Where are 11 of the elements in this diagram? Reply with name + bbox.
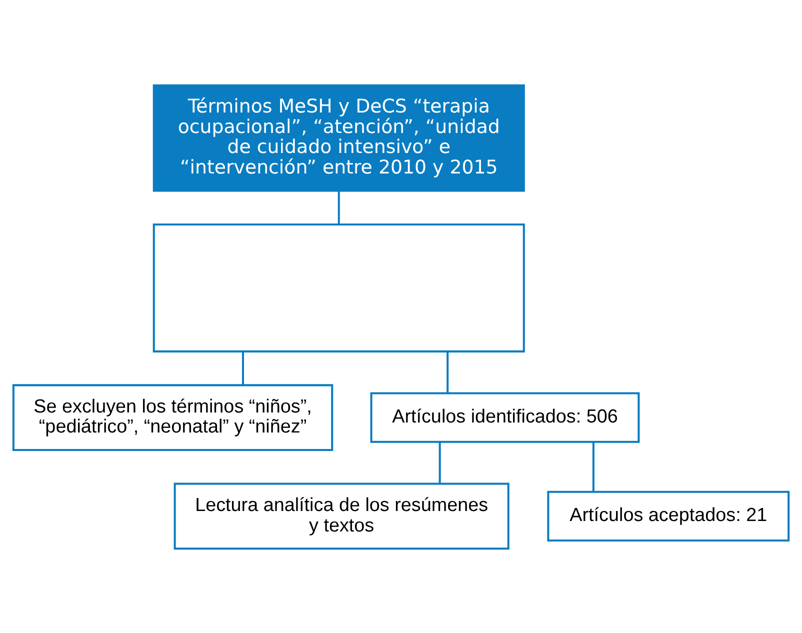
node-box: Artículos identificados: 506 [370, 392, 640, 442]
connector [242, 351, 244, 384]
node-box: Artículos aceptados: 21 [547, 490, 790, 541]
node-box: Se excluyen los términos “niños”, “pediátrico”, “neonatal” y “niñez” [12, 384, 334, 451]
node-box: Términos MeSH y DeCS “terapia ocupacional”, “atención”, “unidad de cuidado intensivo” e “intervención” entre 2010 y 2015 [152, 84, 525, 192]
connector [446, 351, 449, 392]
connector [438, 441, 441, 484]
node-box: Lectura analítica de los resúmenes y textos [174, 482, 510, 550]
connector [338, 190, 340, 224]
connector [592, 441, 594, 492]
node-box [152, 222, 525, 352]
